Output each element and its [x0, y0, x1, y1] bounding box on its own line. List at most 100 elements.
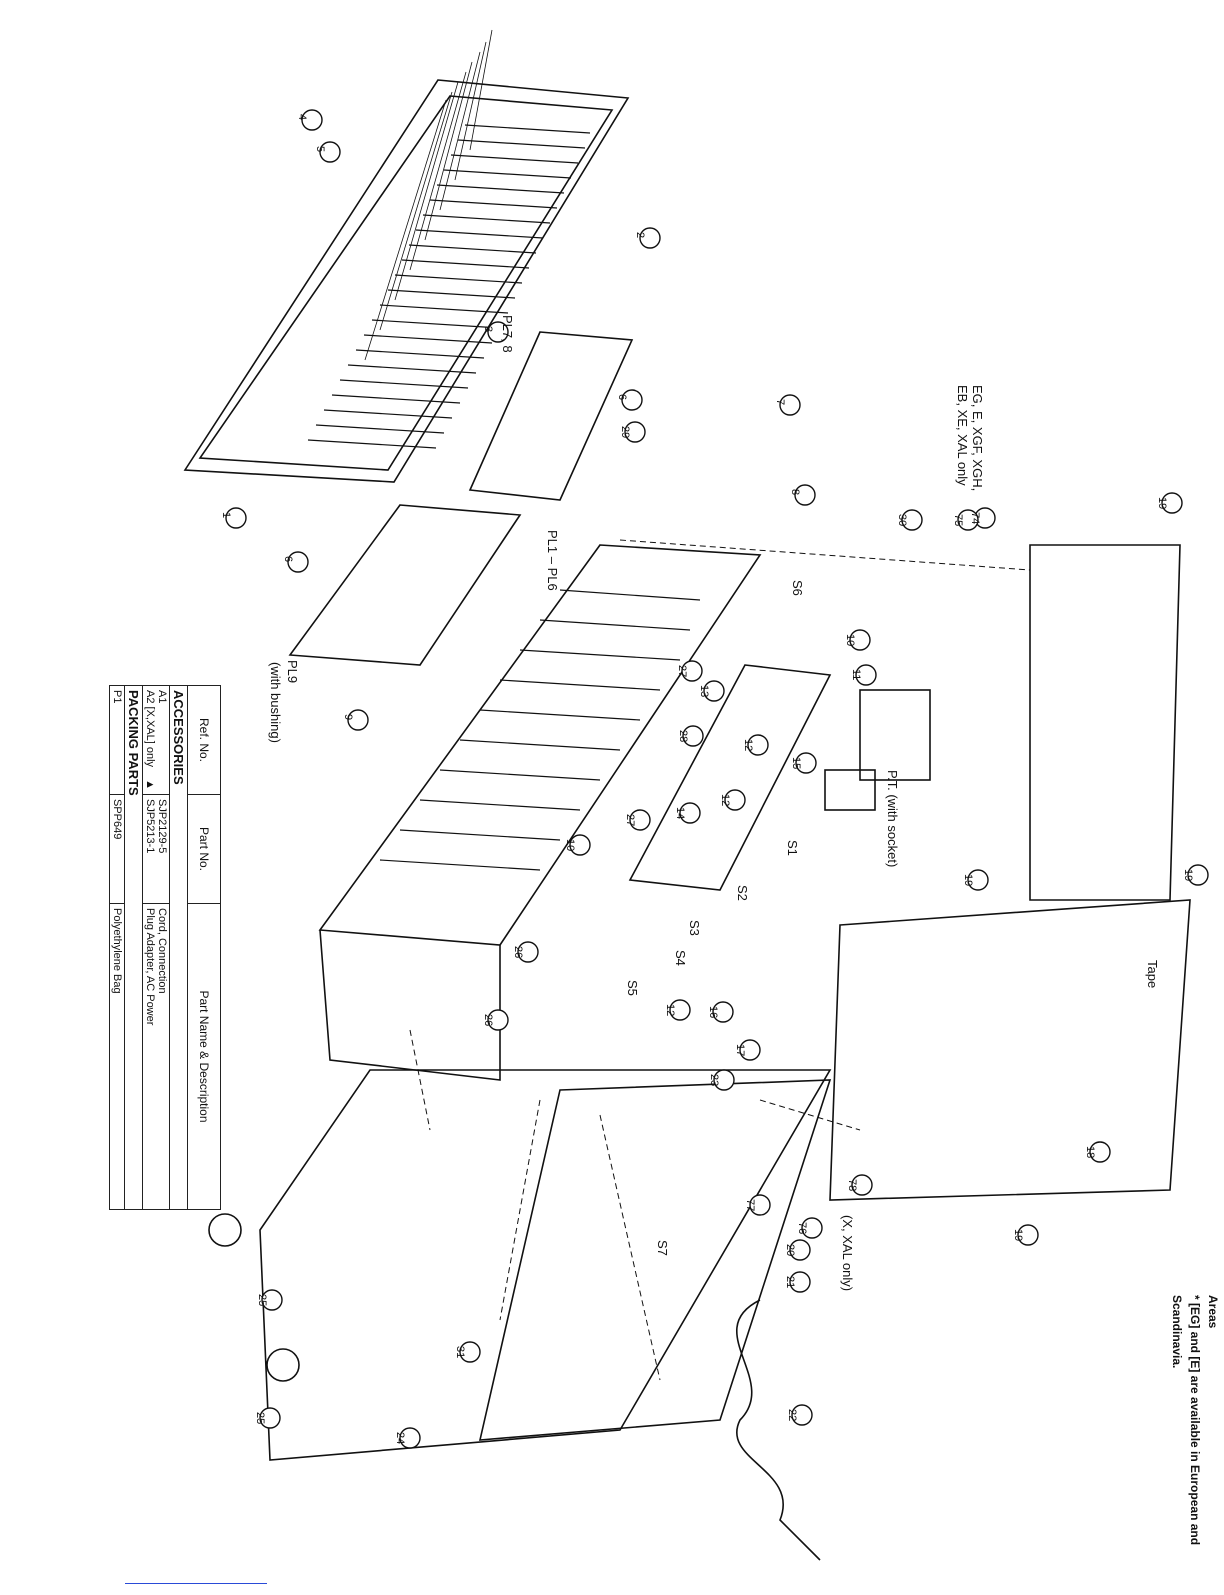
- table-row: A1 A2 [X,XAL] only ▲! SJP2129-5 SJP5213-…: [142, 685, 170, 1210]
- base-plate: [259, 1069, 832, 1461]
- callout-2: 2: [634, 232, 646, 239]
- label-pl9-note: (with bushing): [268, 662, 283, 743]
- callout-12b: 12: [719, 794, 731, 807]
- callout-75: 75: [952, 514, 964, 527]
- callout-25b: 25: [254, 1412, 266, 1425]
- ref-a2: A2 [X,XAL] only: [144, 690, 156, 768]
- callout-19c: 19: [962, 874, 974, 887]
- part-cell: SJP2129-5 SJP5213-1: [142, 794, 170, 904]
- callout-22: 22: [786, 1409, 798, 1422]
- section-packing-parts: PACKING PARTS: [124, 685, 143, 1210]
- warning-triangle-icon: ▲!: [144, 779, 156, 790]
- callout-31: 31: [454, 1346, 466, 1359]
- callout-29: 29: [619, 426, 631, 439]
- knob-25a: [208, 1213, 242, 1247]
- label-pl78: PL7, 8: [500, 315, 515, 353]
- label-pl1-pl6: PL1 – PL6: [545, 530, 560, 591]
- leader-lines: [364, 29, 493, 361]
- bottom-cover: [829, 899, 1191, 1201]
- callout-26b: 26: [512, 946, 524, 959]
- callout-17: 17: [734, 1044, 746, 1057]
- callout-27a: 27: [676, 665, 688, 678]
- header-part-no: Part No.: [187, 794, 221, 904]
- label-tape: Tape: [1145, 960, 1160, 989]
- sub-panel-6b: [288, 504, 522, 666]
- label-switch-s5: S5: [625, 980, 640, 996]
- label-pl9: PL9: [285, 660, 300, 684]
- knob-25b: [266, 1348, 300, 1382]
- label-switch-s6: S6: [790, 580, 805, 596]
- part-a2: SJP5213-1: [144, 799, 156, 854]
- label-power-transformer: P.T. (with socket): [885, 770, 900, 868]
- callout-20: 20: [784, 1244, 796, 1257]
- label-variant-models: EG, E, XGF, XGH,: [970, 385, 985, 492]
- label-x-xal-only: (X, XAL only): [840, 1215, 855, 1292]
- callout-76: 76: [796, 1222, 808, 1235]
- label-switch-s4: S4: [673, 950, 688, 966]
- callout-12c: 12: [664, 1004, 676, 1017]
- header-description: Part Name & Description: [187, 903, 221, 1210]
- power-cord: [736, 1299, 821, 1561]
- ref-a1: A1: [156, 690, 168, 704]
- callout-6a: 6: [616, 394, 628, 401]
- panel-slots: [307, 124, 591, 449]
- transformer-socket: [824, 769, 876, 811]
- section-accessories: ACCESSORIES: [169, 685, 188, 1210]
- guide-lines: [409, 539, 1031, 1381]
- callout-14: 14: [674, 807, 686, 820]
- part-a1: SJP2129-5: [156, 799, 168, 854]
- desc-a1: Cord, Connection: [156, 908, 168, 994]
- callout-9: 9: [342, 714, 354, 721]
- callout-6b: 6: [282, 556, 294, 563]
- table-header-row: Ref. No. Part No. Part Name & Descriptio…: [187, 685, 221, 1210]
- callout-circles: [225, 109, 1209, 1449]
- header-ref-no: Ref. No.: [187, 685, 221, 795]
- rear-panel-23: [478, 1079, 832, 1441]
- callout-19a: 19: [1156, 497, 1168, 510]
- callout-11: 11: [850, 669, 862, 681]
- parts-table: Ref. No. Part No. Part Name & Descriptio…: [109, 685, 221, 1210]
- callout-10b: 10: [564, 839, 576, 852]
- ref-p1: P1: [109, 685, 125, 795]
- desc-a2: Plug Adapter, AC Power: [144, 908, 156, 1026]
- part-p1: SPP649: [109, 794, 125, 904]
- table-row: P1 SPP649 Polyethylene Bag: [109, 685, 125, 1210]
- callout-27b: 27: [624, 814, 636, 827]
- label-switch-s1: S1: [785, 840, 800, 856]
- ref-cell: A1 A2 [X,XAL] only ▲!: [142, 685, 170, 795]
- sub-panel-6a: [468, 331, 634, 501]
- chassis-side: [319, 929, 501, 1081]
- callout-18: 18: [1084, 1146, 1096, 1159]
- callout-1: 1: [220, 512, 232, 519]
- callout-26a: 26: [482, 1014, 494, 1027]
- callout-12a: 12: [742, 739, 754, 752]
- desc-cell: Cord, Connection Plug Adapter, AC Power: [142, 903, 170, 1210]
- callout-74: 74: [969, 512, 981, 525]
- areas-text: * [EG] and [E] are available in European…: [1170, 1295, 1202, 1546]
- callout-21: 21: [784, 1276, 796, 1289]
- callout-19d: 19: [1012, 1229, 1024, 1242]
- callout-77: 77: [744, 1199, 756, 1212]
- switch-board: [628, 664, 832, 891]
- callout-7: 7: [774, 399, 786, 406]
- callout-16: 16: [707, 1006, 719, 1019]
- rear-cover: [1029, 544, 1181, 901]
- callout-19b: 19: [1182, 869, 1194, 882]
- callout-5: 5: [314, 146, 326, 153]
- power-transformer: [859, 689, 931, 781]
- areas-title: Areas: [1206, 1295, 1220, 1329]
- label-switch-s3: S3: [687, 920, 702, 936]
- areas-note: Areas * [EG] and [E] are available in Eu…: [1168, 1295, 1222, 1595]
- callout-23: 23: [708, 1074, 720, 1087]
- chassis-brackets: [379, 589, 701, 871]
- label-switch-s7: S7: [655, 1240, 670, 1256]
- callout-30: 30: [896, 514, 908, 527]
- callout-78: 78: [846, 1179, 858, 1192]
- callout-3: 3: [482, 326, 494, 333]
- top-panel: [183, 29, 630, 483]
- desc-p1: Polyethylene Bag: [109, 903, 125, 1210]
- callout-10a: 10: [844, 634, 856, 647]
- label-variant-models-2: EB, XE, XAL only: [955, 385, 970, 486]
